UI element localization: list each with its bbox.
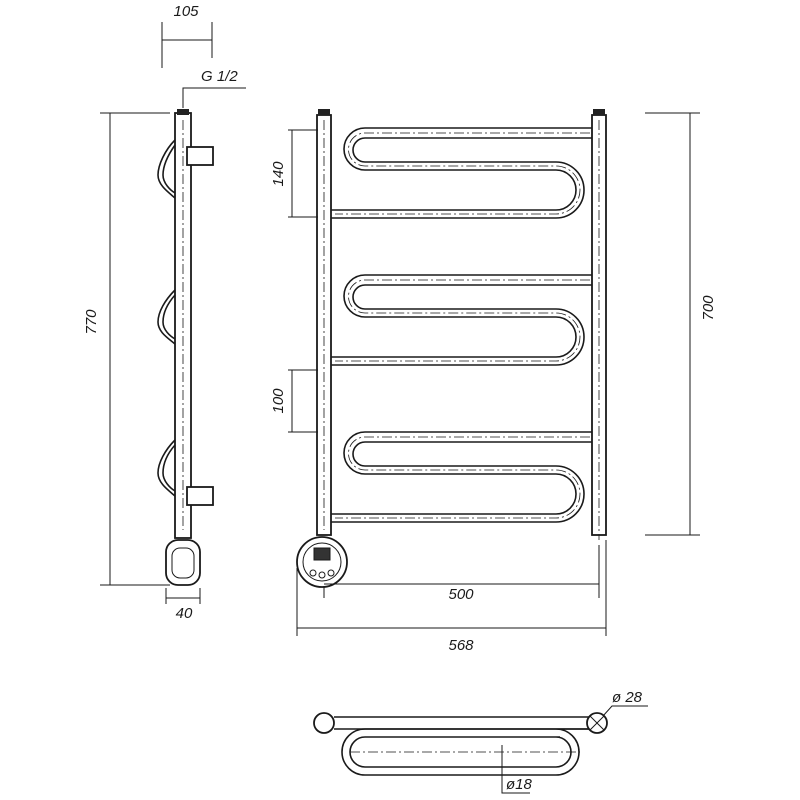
coil-profile-1 xyxy=(157,139,176,199)
thread-label: G 1/2 xyxy=(201,68,238,85)
wall-offset-label: 40 xyxy=(176,605,193,622)
serpentine-coil-1 xyxy=(331,127,592,219)
coil-loop-outer xyxy=(341,728,590,776)
top-view: ø 28 ø18 xyxy=(313,689,648,794)
heater-controller xyxy=(296,536,348,588)
coil-profile-2 xyxy=(157,289,176,345)
depth-dimension-label: 105 xyxy=(173,3,199,20)
tube-diameter-label: ø 28 xyxy=(612,689,643,706)
section-gap-label: 100 xyxy=(270,388,287,414)
serpentine-coil-2 xyxy=(331,274,592,366)
controller-button-2 xyxy=(318,571,326,579)
section-top-label: 140 xyxy=(270,161,287,187)
side-view: 105 G 1/2 770 40 xyxy=(83,3,246,622)
top-plug xyxy=(177,109,189,115)
heater-head-side xyxy=(165,539,201,586)
top-left-cap xyxy=(313,712,335,734)
height-total-label: 770 xyxy=(83,309,100,335)
coil-loop-inner xyxy=(349,736,572,768)
wall-bracket-bottom xyxy=(186,486,214,506)
controller-button-1 xyxy=(309,569,317,577)
controller-button-3 xyxy=(327,569,335,577)
width-axis-label: 500 xyxy=(448,586,474,603)
height-axis-label: 700 xyxy=(700,295,717,321)
coil-profile-3 xyxy=(157,439,176,497)
coil-diameter-label: ø18 xyxy=(506,776,533,793)
front-view: 140 100 700 500 568 xyxy=(270,109,717,654)
width-total-label: 568 xyxy=(448,637,474,654)
controller-display xyxy=(313,547,331,561)
wall-bracket-top xyxy=(186,146,214,166)
serpentine-coil-3 xyxy=(331,431,592,523)
